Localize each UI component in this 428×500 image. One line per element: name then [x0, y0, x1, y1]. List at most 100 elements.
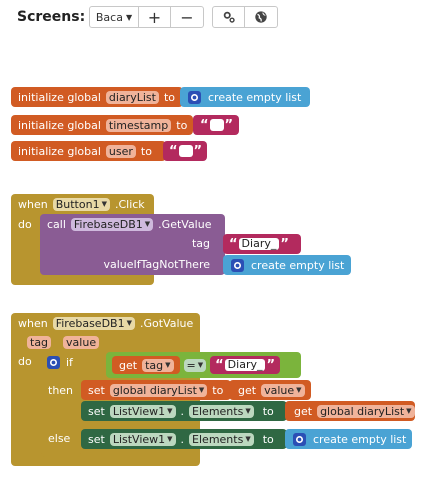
- screen-dropdown-label: Baca: [95, 10, 123, 24]
- get-label: get: [238, 383, 257, 397]
- close-quote-icon: ”: [224, 117, 234, 133]
- mutator-gear-icon[interactable]: [47, 356, 60, 369]
- param-value[interactable]: value: [63, 335, 100, 349]
- globe-icon: [255, 11, 267, 23]
- to-label: to: [163, 90, 175, 104]
- call-label: call: [47, 217, 66, 231]
- to-label: to: [176, 118, 188, 132]
- screen-dropdown[interactable]: Baca ▼: [89, 6, 139, 28]
- dropdown-arrow-icon: ▼: [167, 406, 173, 415]
- component-name: FirebaseDB1: [55, 316, 125, 330]
- mutator-gear-icon[interactable]: [293, 432, 306, 446]
- to-label: to: [212, 383, 224, 397]
- get-variable-dropdown[interactable]: global diaryList▼: [317, 404, 415, 418]
- if-label: if: [66, 356, 73, 369]
- text-empty-block[interactable]: “ ”: [163, 141, 207, 161]
- dropdown-arrow-icon: ▼: [406, 406, 412, 415]
- component-dropdown[interactable]: Button1▼: [52, 197, 110, 211]
- else-label: else: [48, 432, 71, 445]
- create-empty-list-label: create empty list: [208, 90, 302, 104]
- global-name-field[interactable]: user: [105, 144, 136, 158]
- open-quote-icon: “: [215, 357, 224, 373]
- variable-name: global diaryList: [112, 383, 197, 397]
- set-listview1-elements-block[interactable]: set ListView1▼ . Elements▼ to: [81, 401, 287, 421]
- set-listview1-elements-else-block[interactable]: set ListView1▼ . Elements▼ to: [81, 429, 287, 449]
- create-empty-list-label: create empty list: [251, 258, 345, 272]
- compare-block[interactable]: get tag▼ =▼ “ Diary_ ”: [106, 352, 301, 378]
- component-dropdown[interactable]: ListView1▼: [109, 404, 176, 418]
- init-global-diarylist-block[interactable]: initialize global diaryList to: [11, 87, 183, 107]
- then-label: then: [48, 384, 74, 397]
- dropdown-arrow-icon: ▼: [245, 434, 251, 443]
- get-value-block[interactable]: get value▼: [229, 380, 311, 400]
- caret-down-icon: ▼: [125, 12, 133, 22]
- text-value[interactable]: [178, 145, 193, 157]
- remove-screen-button[interactable]: −: [170, 6, 204, 28]
- create-empty-list-label: create empty list: [313, 432, 407, 446]
- do-label: do: [18, 355, 32, 368]
- global-name-field[interactable]: timestamp: [105, 118, 172, 132]
- init-global-timestamp-block[interactable]: initialize global timestamp to: [11, 115, 193, 135]
- text-empty-block[interactable]: “ ”: [193, 115, 239, 135]
- when-label: when: [18, 197, 48, 211]
- global-variable-dropdown[interactable]: global diaryList▼: [109, 383, 208, 397]
- dropdown-arrow-icon: ▼: [101, 199, 107, 208]
- if-then-else-block[interactable]: if then else: [41, 352, 81, 457]
- get-global-diarylist-block[interactable]: get global diaryList▼: [285, 401, 415, 421]
- dropdown-arrow-icon: ▼: [165, 360, 171, 369]
- component-dropdown[interactable]: FirebaseDB1▼: [52, 316, 135, 330]
- close-quote-icon: ”: [280, 236, 289, 252]
- dot-label: .: [180, 432, 185, 446]
- dropdown-arrow-icon: ▼: [198, 385, 205, 394]
- get-tag-block[interactable]: get tag▼: [112, 356, 180, 374]
- event-name: .Click: [114, 197, 145, 211]
- text-value[interactable]: Diary_: [224, 359, 266, 371]
- create-empty-list-block[interactable]: create empty list: [285, 429, 412, 449]
- call-firebasedb1-getvalue-block[interactable]: call FirebaseDB1▼ .GetValue tag valueIfT…: [40, 214, 225, 275]
- close-quote-icon: ”: [193, 143, 203, 159]
- operator: =: [186, 358, 196, 372]
- get-variable-dropdown[interactable]: tag▼: [142, 358, 174, 372]
- component-dropdown[interactable]: ListView1▼: [109, 432, 176, 446]
- property-dropdown[interactable]: Elements▼: [189, 432, 254, 446]
- text-diary-block[interactable]: “ Diary_ ”: [223, 234, 301, 254]
- language-button[interactable]: [244, 6, 278, 28]
- get-variable-dropdown[interactable]: value▼: [261, 383, 305, 397]
- add-screen-button[interactable]: +: [138, 6, 171, 28]
- text-diary-block[interactable]: “ Diary_ ”: [210, 356, 281, 374]
- init-label: initialize global: [18, 144, 101, 158]
- get-label: get: [119, 358, 138, 372]
- create-empty-list-block[interactable]: create empty list: [180, 87, 310, 107]
- variable-name: global diaryList: [320, 404, 405, 418]
- mutator-gear-icon[interactable]: [231, 258, 244, 272]
- create-empty-list-block[interactable]: create empty list: [223, 255, 351, 275]
- init-global-user-block[interactable]: initialize global user to: [11, 141, 166, 161]
- get-label: get: [294, 404, 313, 418]
- screens-title: Screens:: [17, 9, 86, 25]
- set-global-diarylist-block[interactable]: set global diaryList▼ to: [81, 380, 231, 400]
- init-label: initialize global: [18, 118, 101, 132]
- do-label: do: [18, 218, 32, 231]
- when-label: when: [18, 316, 48, 330]
- to-label: to: [262, 404, 274, 418]
- compare-operator-dropdown[interactable]: =▼: [183, 358, 207, 372]
- init-label: initialize global: [18, 90, 101, 104]
- toolbar: Screens: Baca ▼ + −: [0, 0, 428, 36]
- close-quote-icon: ”: [266, 357, 276, 373]
- dot-label: .: [180, 404, 185, 418]
- property-dropdown[interactable]: Elements▼: [189, 404, 254, 418]
- param-tag[interactable]: tag: [27, 335, 52, 349]
- dropdown-arrow-icon: ▼: [296, 385, 302, 394]
- global-name-field[interactable]: diaryList: [105, 90, 159, 104]
- valueiftagnotthere-label: valueIfTagNotThere: [103, 258, 210, 271]
- property-name: Elements: [192, 404, 244, 418]
- component-dropdown[interactable]: FirebaseDB1▼: [70, 217, 154, 231]
- mutator-gear-icon[interactable]: [188, 90, 201, 104]
- text-value[interactable]: [209, 119, 224, 131]
- project-settings-button[interactable]: [212, 6, 245, 28]
- component-name: ListView1: [112, 432, 166, 446]
- text-value[interactable]: Diary_: [238, 238, 280, 250]
- dropdown-arrow-icon: ▼: [167, 434, 173, 443]
- to-label: to: [262, 432, 274, 446]
- tag-arg-label: tag: [191, 237, 210, 250]
